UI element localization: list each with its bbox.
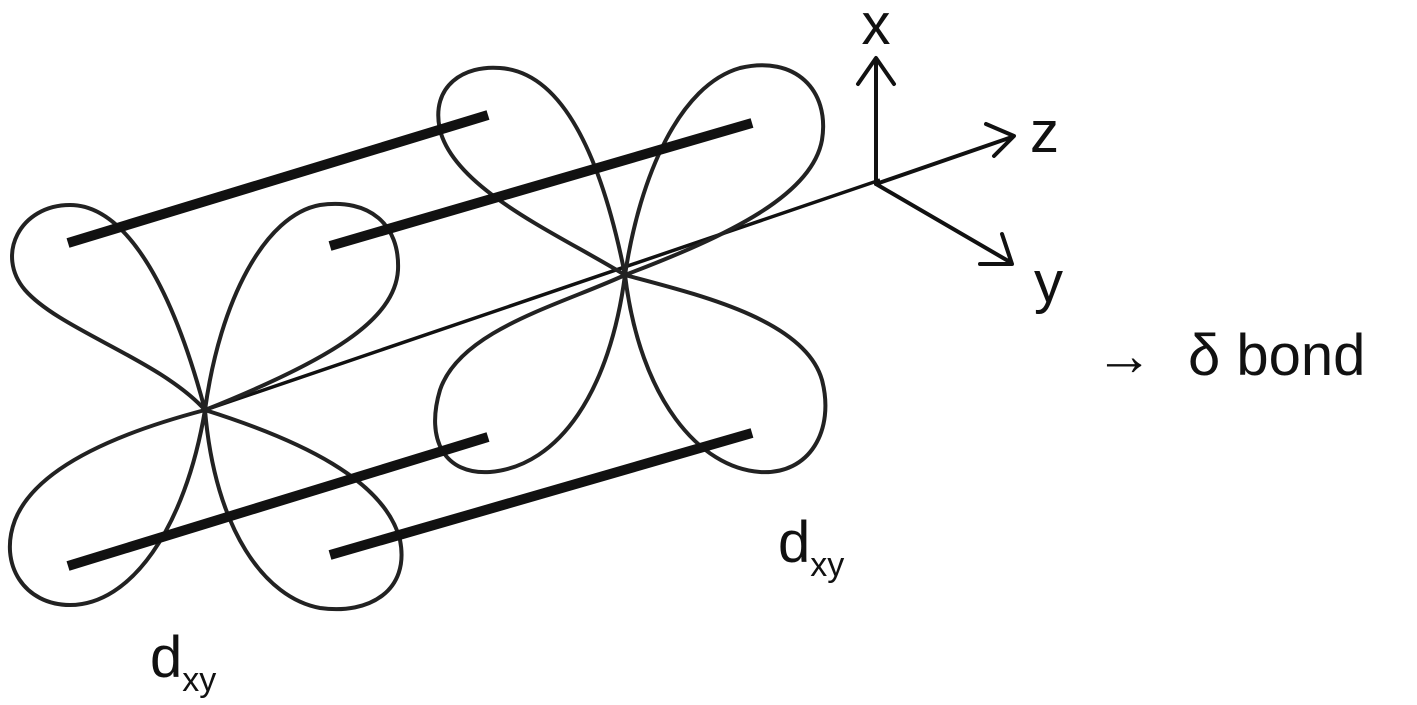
bond-result-label: → δ bond bbox=[1095, 323, 1365, 388]
right-orbital-lobe-lower-right bbox=[623, 273, 828, 475]
left-orbital-subscript: xy bbox=[182, 661, 216, 699]
right-orbital-label: dxy bbox=[778, 510, 844, 584]
left-orbital-lobe-upper-right bbox=[203, 201, 401, 412]
delta-bond-text: δ bond bbox=[1188, 323, 1365, 388]
coordinate-axes: x z y bbox=[856, 0, 1063, 315]
result-arrow: → bbox=[1095, 323, 1153, 388]
left-orbital-label: dxy bbox=[150, 625, 216, 699]
overlap-line-upper-front bbox=[328, 118, 754, 251]
x-axis-arrowhead bbox=[856, 56, 896, 86]
left-dxy-orbital bbox=[8, 201, 404, 612]
overlap-line-lower-front bbox=[328, 428, 754, 560]
y-axis-label: y bbox=[1034, 250, 1063, 315]
bond-axis-line bbox=[204, 178, 881, 412]
left-orbital-lobe-upper-left bbox=[10, 203, 207, 412]
right-dxy-orbital bbox=[433, 63, 828, 475]
z-axis-arrowhead bbox=[984, 122, 1016, 158]
y-axis-line bbox=[874, 182, 1012, 264]
overlap-line-lower-back bbox=[66, 432, 490, 571]
overlap-line-upper-back bbox=[66, 110, 490, 248]
left-orbital-name: d bbox=[150, 625, 182, 690]
y-axis-arrowhead bbox=[978, 232, 1014, 266]
right-orbital-name: d bbox=[778, 510, 810, 575]
z-axis-label: z bbox=[1030, 100, 1059, 165]
right-orbital-lobe-upper-left bbox=[436, 65, 627, 277]
z-axis-line bbox=[874, 135, 1014, 186]
left-orbital-lobe-lower-left bbox=[8, 408, 207, 607]
right-orbital-lobe-upper-right bbox=[623, 63, 826, 277]
left-orbital-lobe-lower-right bbox=[203, 408, 404, 612]
right-orbital-subscript: xy bbox=[810, 546, 844, 584]
x-axis-label: x bbox=[862, 0, 891, 57]
